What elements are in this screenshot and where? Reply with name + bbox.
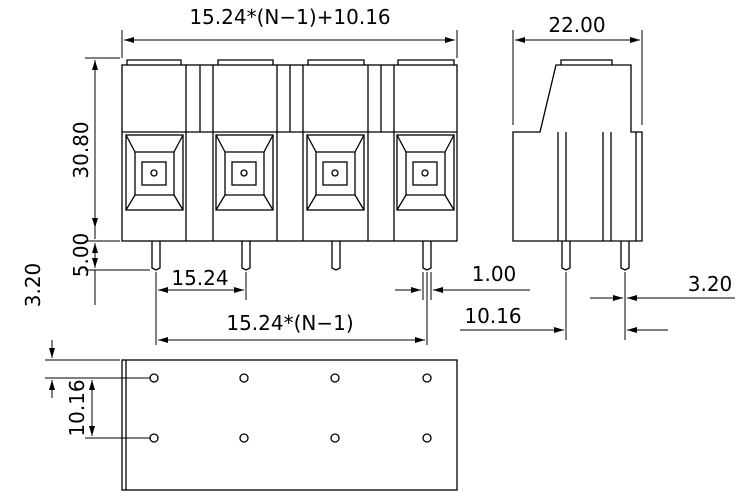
side-pin-2 [620, 241, 630, 271]
screw-window-2 [215, 134, 274, 211]
dim-offset-label: 3.20 [21, 263, 45, 308]
hole [149, 373, 159, 383]
dim-side-width-label: 22.00 [548, 13, 605, 37]
dim-pitch-label: 15.24 [171, 266, 228, 290]
dim-row-spacing-label: 10.16 [65, 379, 89, 436]
front-view [121, 59, 458, 271]
dim-top-width-label: 15.24*(N−1)+10.16 [189, 5, 390, 29]
dim-pitch-total-label: 15.24*(N−1) [226, 311, 353, 335]
side-pin-1 [561, 241, 571, 271]
hole [422, 373, 432, 383]
dim-right-offset-label: 3.20 [688, 272, 733, 296]
hole [149, 433, 159, 443]
screw-window-3 [306, 134, 365, 211]
footprint-outline [121, 359, 458, 491]
hole [239, 433, 249, 443]
dim-pin-width-label: 1.00 [472, 262, 517, 286]
pin-4 [422, 241, 432, 271]
screw-window-1 [125, 134, 184, 211]
dim-pin-height-label: 5.00 [69, 233, 93, 278]
hole [330, 433, 340, 443]
pin-3 [331, 241, 341, 271]
pin-2 [241, 241, 251, 271]
hole [239, 373, 249, 383]
hole [330, 373, 340, 383]
dim-body-height-label: 30.80 [69, 121, 93, 178]
pin-1 [151, 241, 161, 271]
screw-window-4 [396, 134, 455, 211]
bottom-footprint-view [121, 359, 458, 491]
dim-right-row-spacing-label: 10.16 [464, 304, 521, 328]
hole [422, 433, 432, 443]
side-view [512, 59, 643, 271]
side-body-outline [512, 64, 643, 242]
